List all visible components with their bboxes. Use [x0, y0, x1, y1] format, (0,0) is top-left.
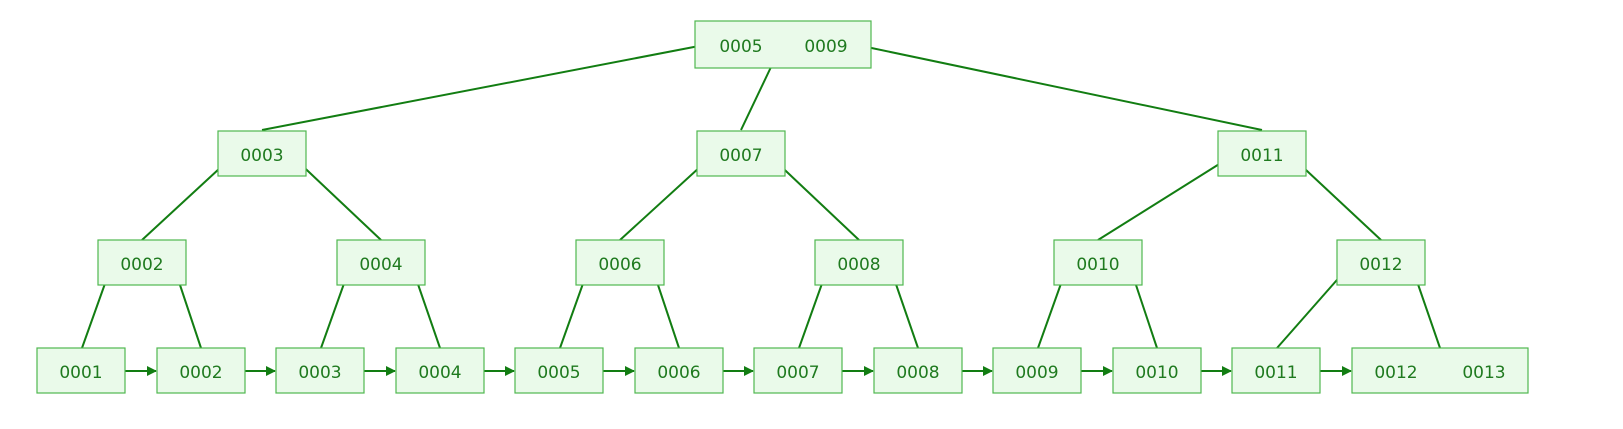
edge-root-to-0011 [861, 45, 1263, 131]
tree-leaf-node: 0007 [753, 347, 843, 394]
tree-node-level2: 0010 [1053, 239, 1143, 286]
node-key: 0008 [837, 255, 880, 275]
tree-leaf-node: 0011 [1231, 347, 1321, 394]
node-key: 0006 [598, 255, 641, 275]
tree-leaf-node: 0006 [634, 347, 724, 394]
edges-layer [81, 45, 1441, 376]
node-key: 0007 [776, 363, 819, 383]
node-key: 0010 [1135, 363, 1178, 383]
tree-node-level2: 0004 [336, 239, 426, 286]
node-key: 0001 [59, 363, 102, 383]
node-key: 0002 [179, 363, 222, 383]
tree-leaf-node: 0008 [873, 347, 963, 394]
node-key: 0003 [298, 363, 341, 383]
node-key: 0003 [240, 146, 283, 166]
edge-0003-to-0004 [291, 155, 382, 241]
tree-node-root: 0005 0009 [694, 20, 872, 69]
node-key: 0011 [1240, 146, 1283, 166]
node-key: 0006 [657, 363, 700, 383]
tree-leaf-node: 0009 [992, 347, 1082, 394]
tree-node-level1: 0011 [1217, 130, 1307, 177]
node-key: 0002 [120, 255, 163, 275]
node-key: 0013 [1462, 363, 1505, 383]
node-key: 0004 [418, 363, 461, 383]
node-key: 0012 [1359, 255, 1402, 275]
tree-node-level2: 0008 [814, 239, 904, 286]
tree-leaf-node: 0005 [514, 347, 604, 394]
node-key: 0012 [1374, 363, 1417, 383]
node-key: 0010 [1076, 255, 1119, 275]
node-key: 0005 [537, 363, 580, 383]
tree-node-level2: 0012 [1336, 239, 1426, 286]
tree-node-level1: 0007 [696, 130, 786, 177]
tree-leaf-node: 0004 [395, 347, 485, 394]
tree-leaf-node: 0002 [156, 347, 246, 394]
node-key: 0005 [719, 37, 762, 57]
tree-leaf-node: 0012 0013 [1351, 347, 1529, 394]
node-key: 0008 [896, 363, 939, 383]
tree-node-level1: 0003 [217, 130, 307, 177]
tree-leaf-node: 0003 [275, 347, 365, 394]
tree-node-level2: 0006 [575, 239, 665, 286]
tree-leaf-node: 0010 [1112, 347, 1202, 394]
node-key: 0009 [804, 37, 847, 57]
node-key: 0009 [1015, 363, 1058, 383]
node-key: 0004 [359, 255, 402, 275]
edge-0011-to-0010 [1097, 155, 1233, 241]
nodes-layer: 0005 0009 0003 0007 0011 0002 0004 0006 [36, 20, 1529, 394]
tree-node-level2: 0002 [97, 239, 187, 286]
node-key: 0011 [1254, 363, 1297, 383]
node-key: 0007 [719, 146, 762, 166]
tree-leaf-node: 0001 [36, 347, 126, 394]
edge-root-to-0003 [261, 45, 700, 131]
